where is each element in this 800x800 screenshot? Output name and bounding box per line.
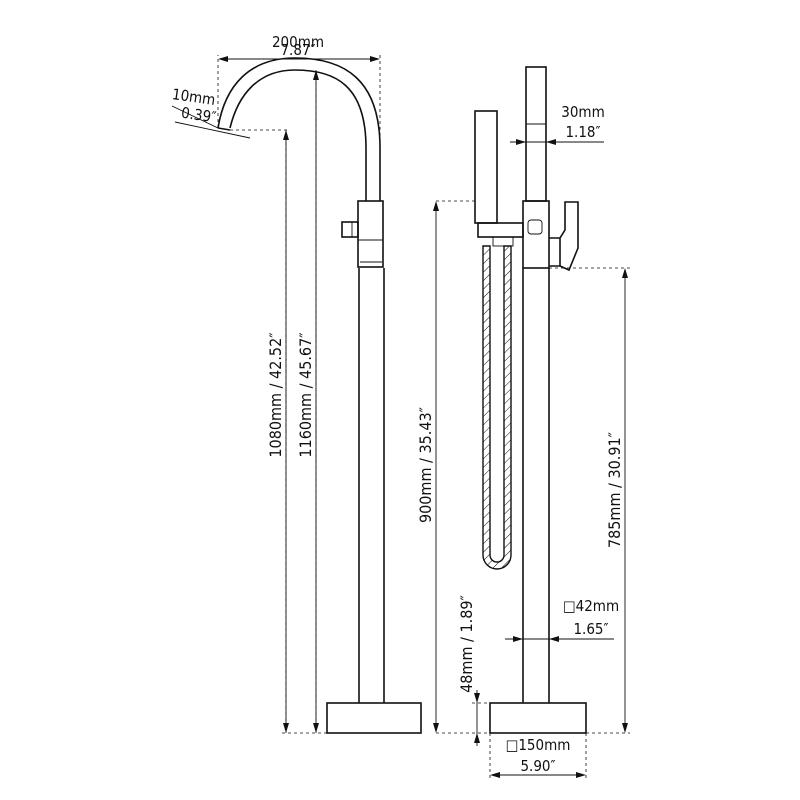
- shower-hose: [482, 245, 512, 570]
- front-view-faucet: [433, 66, 630, 780]
- outlet-height-label: 1080mm / 42.52″: [266, 332, 285, 458]
- side-base-plate: [326, 702, 422, 734]
- column-size-in-label: 1.65″: [573, 620, 608, 638]
- hand-shower-bracket: [477, 222, 524, 238]
- base-size-in-label: 5.90″: [520, 757, 555, 775]
- hand-shower: [474, 110, 498, 224]
- column-size-mm-label: □42mm: [563, 597, 619, 615]
- front-riser: [525, 66, 547, 202]
- spout-diameter-in-label: 0.39″: [180, 104, 217, 127]
- front-lever: [549, 201, 579, 272]
- spout-reach-mm-label: 200mm: [272, 33, 324, 51]
- base-height-label: 48mm / 1.89″: [457, 594, 476, 692]
- handle-height-label: 900mm / 35.43″: [416, 406, 435, 523]
- spout-reach-in-label: 7.87″: [280, 41, 315, 59]
- base-size-mm-label: □150mm: [506, 736, 571, 754]
- valve-height-label: 785mm / 30.91″: [605, 431, 624, 548]
- handshower-width-mm-label: 30mm: [561, 103, 604, 121]
- handshower-width-in-label: 1.18″: [565, 123, 600, 141]
- side-handle: [341, 221, 359, 238]
- spout-diameter-mm-label: 10mm: [171, 85, 217, 109]
- total-height-label: 1160mm / 45.67″: [296, 332, 315, 458]
- side-spout: [229, 69, 367, 201]
- side-housing: [357, 200, 384, 268]
- front-housing: [522, 200, 550, 269]
- front-base-plate: [489, 702, 587, 734]
- side-view-faucet: [171, 55, 422, 734]
